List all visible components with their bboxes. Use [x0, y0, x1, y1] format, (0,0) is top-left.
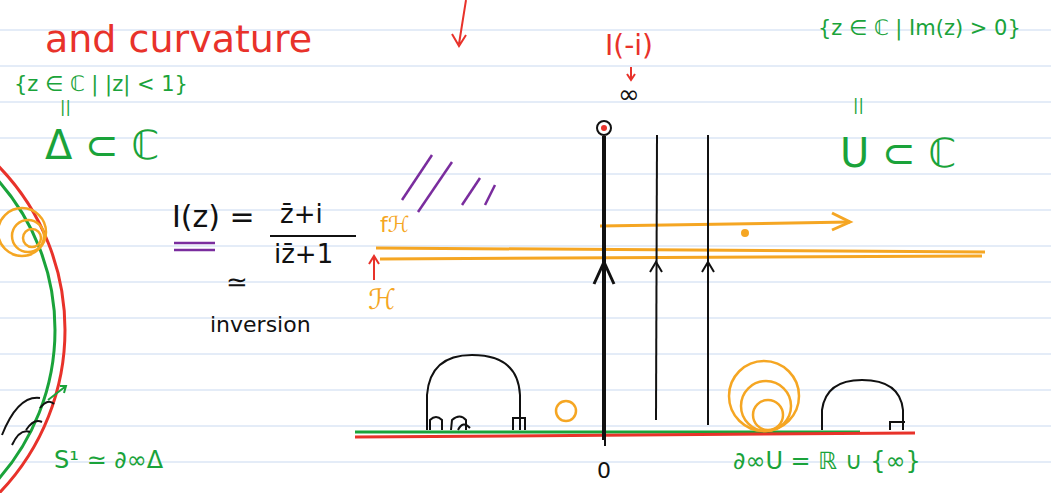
stroke-line	[376, 248, 985, 252]
map-arrow	[369, 256, 379, 280]
stroke-line	[174, 242, 215, 245]
stroke-circle	[743, 231, 748, 236]
stroke-line	[600, 222, 850, 226]
stroke-circle	[729, 361, 799, 431]
set-name: Δ ⊂ ℂ	[45, 122, 159, 168]
stroke-circle	[741, 381, 791, 431]
set-definition: {z ∈ ℂ | Im(z) > 0}	[818, 16, 1021, 40]
stroke-path	[832, 213, 850, 230]
note-text: inversion	[210, 312, 311, 337]
boundary-label: ∂∞U = ℝ ∪ {∞}	[733, 448, 921, 476]
hatching	[402, 155, 495, 212]
stroke-path	[458, 424, 470, 430]
stroke-line	[707, 135, 709, 425]
stroke-line	[0, 66, 1051, 67]
stroke-path	[2, 398, 40, 435]
stroke-path	[702, 262, 714, 272]
heading-text: and curvature	[45, 18, 312, 62]
set-name: U ⊂ ℂ	[840, 130, 956, 176]
stroke-circle	[0, 208, 46, 256]
stroke-line	[0, 318, 1051, 319]
stroke-line	[0, 282, 1051, 283]
formula-left: I(z) =	[172, 200, 255, 235]
horocycle-label: fℋ	[380, 212, 410, 237]
ruled-lines	[0, 30, 1051, 462]
pointer-arrow	[48, 386, 66, 400]
stroke-line	[402, 155, 432, 200]
stroke-circle	[556, 401, 576, 421]
image-label: I(-i)	[605, 30, 653, 62]
stroke-line	[602, 136, 604, 440]
horizontal-horocycles	[376, 213, 985, 259]
pen-mark	[452, 0, 466, 46]
stroke-line	[174, 249, 215, 252]
stroke-path	[12, 431, 30, 445]
stroke-line	[0, 246, 1051, 247]
vertical-geodesics	[594, 135, 714, 440]
equals-mark: ||	[853, 96, 864, 114]
similar-mark: ≃	[226, 268, 248, 298]
horocycles-disk	[0, 208, 46, 256]
geodesics-disk	[2, 398, 54, 445]
semicircle-geodesics	[427, 355, 905, 430]
stroke-path	[513, 418, 525, 430]
stroke-path	[430, 417, 442, 430]
horocycle-label: ℋ	[368, 284, 396, 316]
stroke-line	[0, 102, 1051, 103]
stroke-path	[40, 402, 54, 408]
stroke-line	[0, 210, 1051, 211]
formula-numerator: z̄+i	[280, 200, 323, 230]
fraction-bar	[270, 235, 356, 237]
stroke-circle	[12, 220, 44, 252]
formula-denominator: iz̄+1	[274, 240, 333, 270]
stroke-line	[418, 162, 452, 212]
horocycles-plane	[556, 361, 799, 431]
stroke-circle	[23, 229, 41, 247]
origin-tick	[604, 438, 606, 446]
origin-label: 0	[597, 458, 611, 483]
stroke-path	[594, 262, 614, 284]
stroke-line	[380, 256, 982, 259]
set-definition: {z ∈ ℂ | |z| < 1}	[14, 72, 188, 96]
underline	[174, 243, 215, 250]
map-arrow	[627, 67, 635, 80]
infinity-label: ∞	[618, 80, 640, 110]
stroke-line	[462, 178, 480, 205]
boundary-red	[355, 433, 915, 437]
stroke-path	[890, 422, 905, 430]
stroke-path	[26, 421, 42, 430]
point-at-infinity-dot	[601, 125, 607, 131]
stroke-circle	[753, 400, 783, 430]
point-at-infinity	[597, 121, 611, 135]
stroke-path	[650, 262, 662, 272]
stroke-line	[0, 354, 1051, 355]
boundary-label: S¹ ≃ ∂∞Δ	[54, 447, 163, 475]
equals-mark: ||	[60, 98, 71, 116]
stroke-line	[604, 136, 606, 440]
stroke-path	[427, 355, 520, 430]
stroke-line	[485, 185, 495, 205]
stroke-line	[656, 135, 657, 420]
